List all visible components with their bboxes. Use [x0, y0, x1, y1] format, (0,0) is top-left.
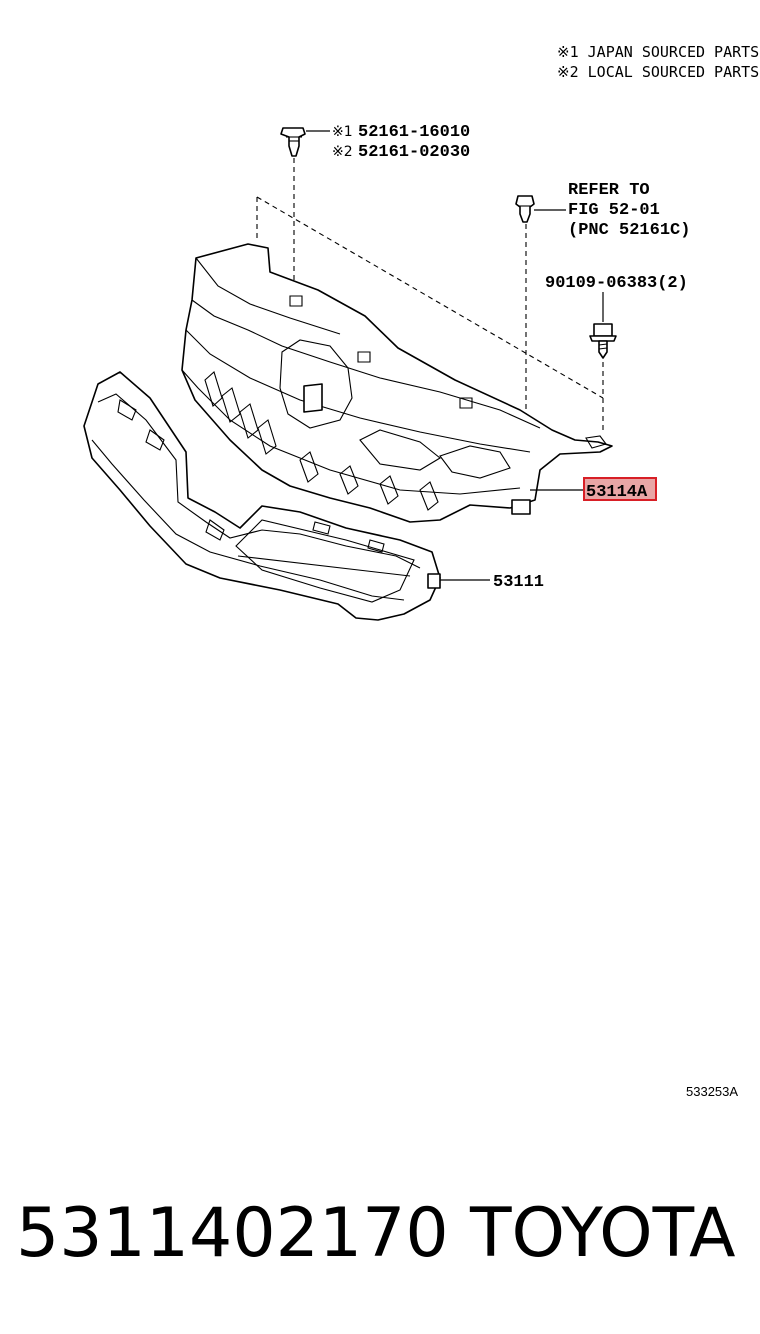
footer-brand: TOYOTA — [469, 1194, 735, 1273]
grille-bracket-53114a — [181, 243, 613, 523]
clip-refer-icon — [515, 195, 535, 223]
lower-grille-53111 — [83, 371, 441, 621]
reference-dash-line — [256, 196, 604, 399]
footer-part-number: 5311402170 — [16, 1194, 449, 1273]
clip-mark-1: ※1 — [332, 124, 353, 140]
refer-line-2[interactable]: FIG 52-01 — [568, 201, 660, 220]
grille-code[interactable]: 53111 — [493, 573, 544, 592]
clip-code-1[interactable]: 52161-16010 — [358, 123, 470, 142]
clip-mark-2: ※2 — [332, 144, 353, 160]
bolt-code[interactable]: 90109-06383(2) — [545, 274, 688, 293]
bracket-code[interactable]: 53114A — [586, 483, 648, 502]
note-local-sourced: ※2 LOCAL SOURCED PARTS — [557, 63, 759, 81]
figure-id: 533253A — [686, 1084, 738, 1099]
clip-52161-icon — [280, 127, 306, 157]
bolt-icon — [589, 323, 617, 359]
refer-line-3[interactable]: (PNC 52161C) — [568, 221, 690, 240]
refer-line-1: REFER TO — [568, 181, 650, 200]
clip-code-2[interactable]: 52161-02030 — [358, 143, 470, 162]
note-japan-sourced: ※1 JAPAN SOURCED PARTS — [557, 43, 759, 61]
highlight-box — [583, 477, 657, 501]
